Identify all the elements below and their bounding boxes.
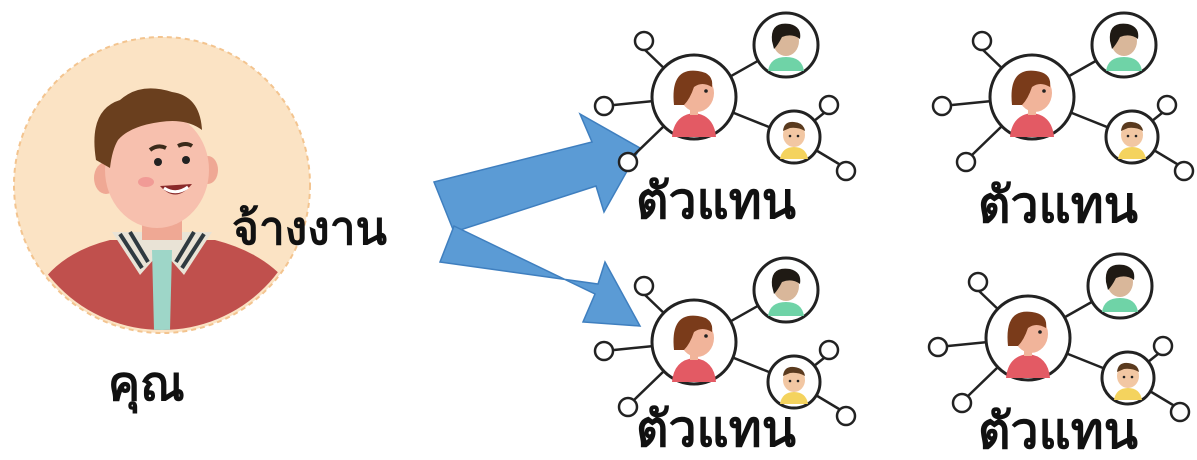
hire-label: จ้างงาน [232, 201, 387, 255]
agent-label: ตัวแทน [636, 400, 796, 458]
you-portrait-icon [13, 36, 311, 334]
agent-label: ตัวแทน [978, 402, 1138, 460]
arrow-right-icon [432, 112, 642, 327]
network-people-icon [927, 252, 1191, 423]
agent-label: ตัวแทน [978, 176, 1138, 234]
network-people-icon [593, 11, 857, 182]
agent-label: ตัวแทน [636, 172, 796, 230]
network-people-icon [931, 11, 1195, 182]
you-label: คุณ [108, 356, 185, 412]
